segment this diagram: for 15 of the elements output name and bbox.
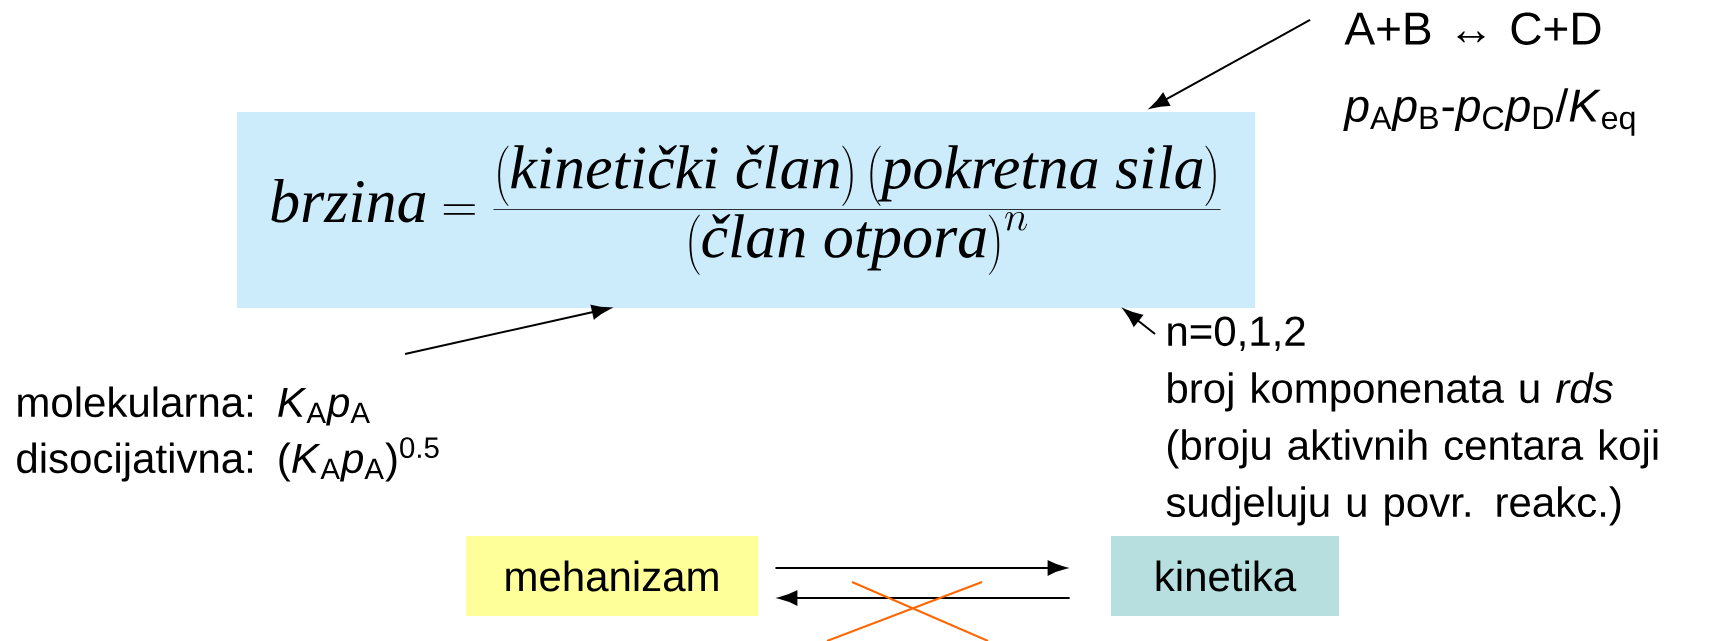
arrow bbox=[774, 560, 1067, 576]
note-text: molekularna: K$_{A}$p$_{A}$ bbox=[18, 386, 370, 426]
formula-box: $\textit{brzina}=\frac{\left(\textit{kinetički član}\right)\left(\textit{pokretna sila}\right)}{\left(\textit{član otpora}\right)^{n}}$ bbox=[237, 112, 1255, 308]
label-box: kinetika bbox=[1111, 536, 1339, 616]
note-text: disocijativna: (K$_{A}$p$_{A}$)$^{0.5}$ bbox=[17, 437, 439, 482]
note-text: (broju aktivnih centara koji sudjeluju u povr. reakc.) bbox=[1166, 429, 1658, 526]
note-text: n=0,1,2 bbox=[1168, 316, 1305, 352]
label-box: mehanizam bbox=[466, 536, 758, 616]
note-text: p$_{A}$p$_{B}$-p$_{C}$p$_{D}$/K$_{eq}$ bbox=[1343, 88, 1635, 136]
arrow bbox=[778, 590, 1071, 606]
note-text: A+B ↔ C+D bbox=[1344, 12, 1601, 45]
arrow bbox=[404, 304, 611, 355]
note-text: broj komponenata u rds bbox=[1168, 372, 1613, 412]
arrow bbox=[1150, 19, 1311, 109]
arrow bbox=[1123, 309, 1156, 335]
